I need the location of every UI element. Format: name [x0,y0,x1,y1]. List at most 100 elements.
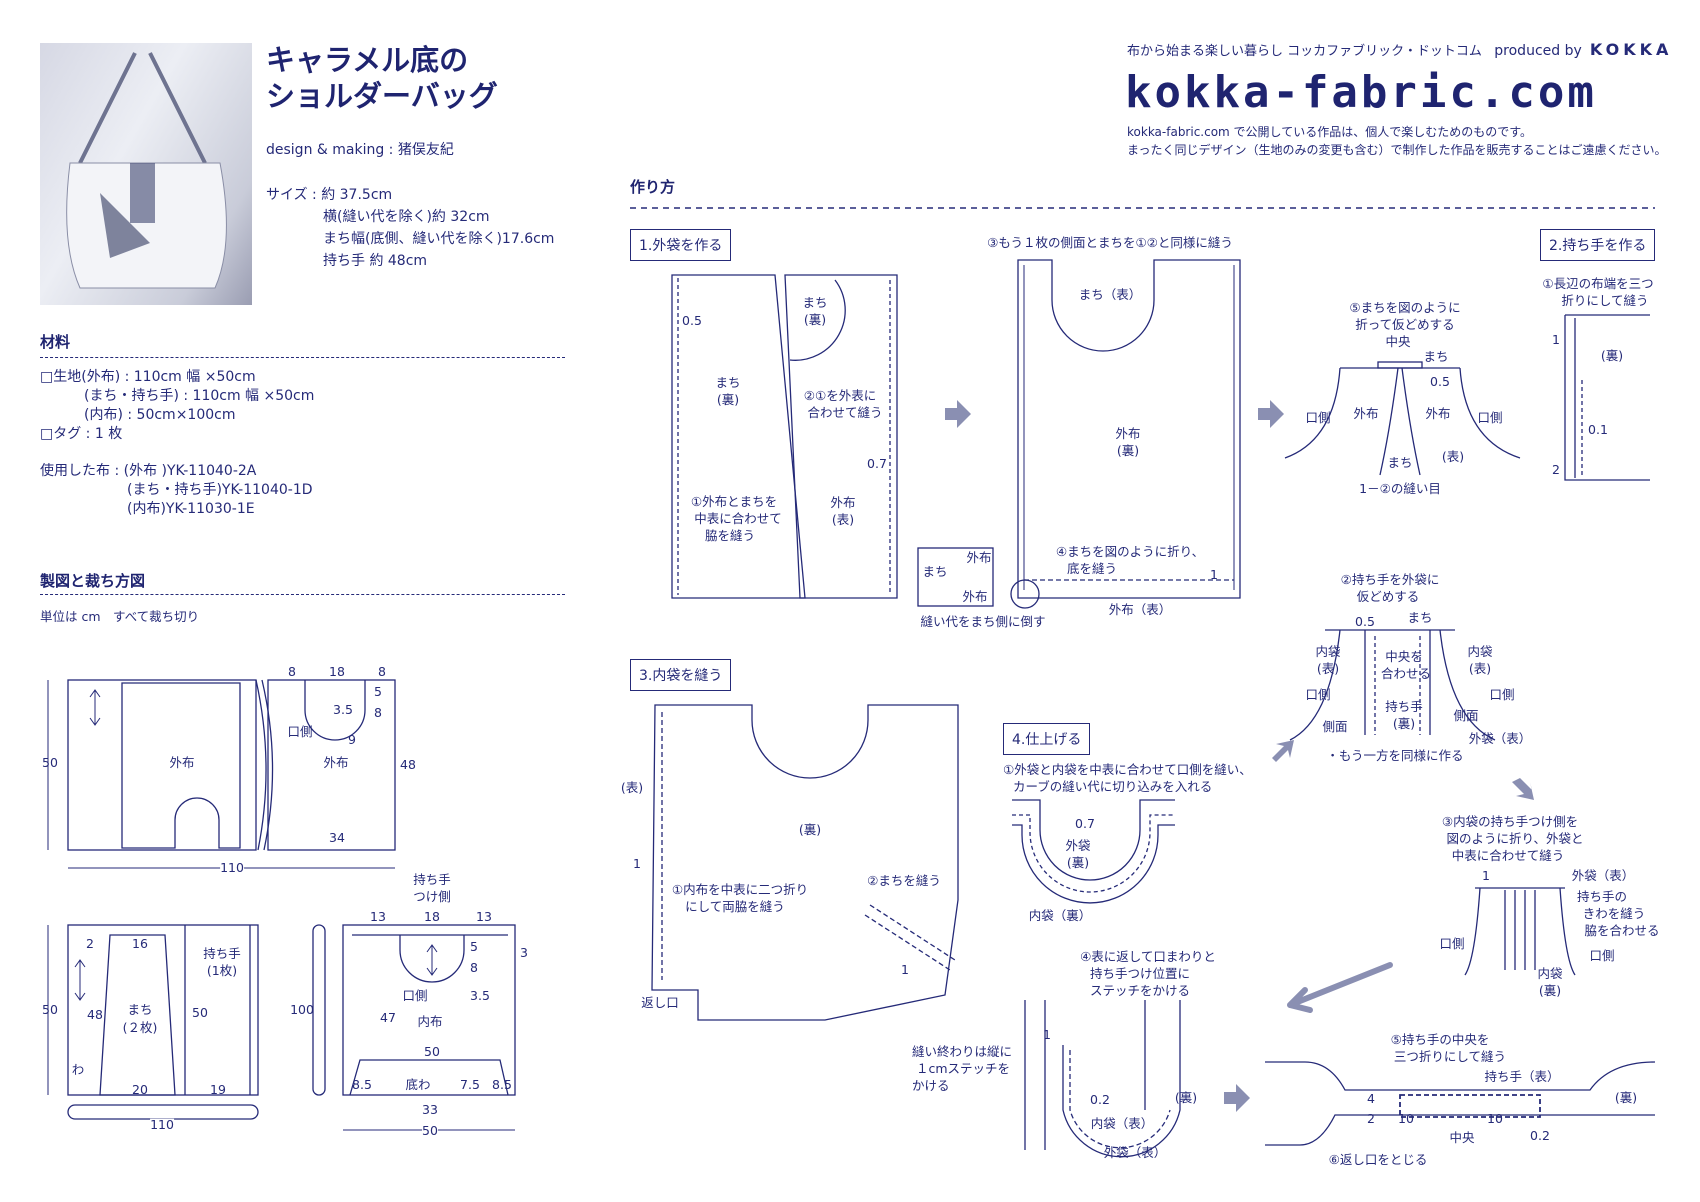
diagram-label: 脇を縫う [704,527,756,543]
diagram-label: ①長辺の布端を三つ [1542,275,1654,291]
diagram-label: 外布 [1353,405,1379,421]
diagram-label: 内袋 [1315,643,1341,659]
fold-label: わ [71,1061,85,1077]
size-label: サイズ : 約 37.5cm [266,187,393,203]
diagram-label: 合わせる [1380,665,1432,681]
dim-label: 7.5 [460,1076,480,1092]
step1-title: 1.外袋を作る [630,229,732,261]
diagram-label: 1 [901,961,909,977]
dim-label: 2 [86,935,94,951]
diagram-label: 内袋 [1537,965,1563,981]
note-label: つけ側 [413,888,451,904]
diagram-label: 外袋（表） [1571,867,1635,883]
diagram-label: 折って仮どめする [1355,316,1455,332]
diagram-label: かける [912,1077,950,1093]
diagram-label: ②まちを縫う [867,872,941,888]
diagram-label: (表) [1316,660,1340,676]
diagram-label: 0.2 [1530,1127,1550,1143]
dim-label: 13 [370,908,386,924]
diagram-label: (表) [831,511,855,527]
material-gusset: (まち・持ち手) : 110cm 幅 ×50cm [84,388,315,404]
dim-label: 8 [378,663,386,679]
diagram-label: ④まちを図のように折り、 [1055,543,1205,559]
diagram-label: ④表に返して口まわりと [1080,948,1216,964]
diagram-label: ③内袋の持ち手つけ側を [1441,813,1579,829]
dim-label: 3.5 [333,701,353,717]
diagram-label: 1－②の縫い目 [1359,480,1441,496]
diagram-label: 0.7 [867,455,887,471]
diagram-label: 縫い終わりは縦に [912,1043,1013,1059]
piece-label: (２枚) [122,1019,158,1035]
diagram-label: 内袋（表） [1090,1115,1154,1131]
dim-label: 16 [132,935,148,951]
dim-label: 5 [470,938,478,954]
diagram-label: きわを縫う [1582,905,1646,921]
drafting-heading: 製図と裁ち方図 [40,572,146,590]
piece-label: 外布 [169,754,195,770]
piece-label: 持ち手 [203,945,241,961]
divider [40,594,565,595]
edge-label: 口側 [402,987,428,1003]
brand-tagline: 布から始まる楽しい暮らし コッカファブリック・ドットコム produced by… [1127,40,1672,62]
diagram-label: 底を縫う [1066,560,1118,576]
designer-credit: design & making : 猪俣友紀 [266,142,454,158]
dim-label: 50 [42,754,58,770]
diagram-label: 合わせて縫う [807,404,883,420]
dim-label: 8 [470,959,478,975]
page-title: キャラメル底の ショルダーバッグ [266,42,498,114]
diagram-label: ⑤持ち手の中央を [1390,1031,1490,1047]
diagram-label: 三つ折りにして縫う [1393,1048,1507,1064]
diagram-label: 10 [1487,1110,1503,1126]
diagram-label: 外袋 [1065,837,1091,853]
diagram-label: １cmステッチを [916,1060,1011,1076]
site-logo: kokka-fabric.com [1125,67,1597,118]
diagram-label: 外布 [962,588,988,604]
diagram-label: 外布 [830,494,856,510]
diagram-label: 口側 [1305,409,1331,425]
diagram-label: ⑥返し口をとじる [1328,1151,1428,1167]
diagram-label: まち [1407,609,1433,625]
title-line-2: ショルダーバッグ [266,79,498,113]
diagram-label: 側面 [1453,707,1479,723]
diagram-label: にして両脇を縫う [685,898,785,914]
company-name: KOKKA [1589,40,1673,59]
diagram-label: 1 [1043,1026,1051,1042]
diagram-label: 0.5 [1355,613,1375,629]
fabric-lining: (内布)YK-11030-1E [127,501,255,517]
diagram-label: 図のように折り、外袋と [1446,830,1584,846]
diagram-label: 外布（表） [1108,601,1172,617]
piece-label: (1枚) [206,962,238,978]
diagram-label: 0.1 [1588,421,1608,437]
diagram-label: 外布 [1425,405,1451,421]
diagram-label: 中央 [1385,333,1411,349]
dim-label: 100 [290,1001,314,1017]
fabrics-used: 使用した布 : (外布 )YK-11040-2A (まち・持ち手)YK-1104… [40,462,313,519]
dim-label: 33 [422,1101,438,1117]
diagram-label: 0.7 [1075,815,1095,831]
diagram-label: (裏) [798,821,822,837]
dim-label: 8 [288,663,296,679]
dim-label: 9 [348,731,356,747]
dim-label: 47 [380,1009,396,1025]
step3-title: 3.内袋を縫う [630,659,732,691]
diagram-label: 内袋（裏） [1028,907,1092,923]
diagram-label: 口側 [1439,935,1465,951]
diagram-label: 内袋 [1467,643,1493,659]
diagram-label: (表) [1441,448,1465,464]
diagram-label: 1 [633,855,641,871]
diagram-label: 外袋（表） [1103,1144,1167,1160]
notice-line-1: kokka-fabric.com で公開している作品は、個人で楽しむためのもので… [1127,125,1532,139]
diagram-label: (表) [620,779,644,795]
diagram-label: 口側 [1589,947,1615,963]
diagram-label: (裏) [1174,1089,1198,1105]
notice-line-2: まったく同じデザイン（生地のみの変更も含む）で制作した作品を販売することはご遠慮… [1127,143,1667,157]
step3-diagram [651,704,959,1021]
dim-label: 8.5 [492,1076,512,1092]
materials-list: □生地(外布) : 110cm 幅 ×50cm (まち・持ち手) : 110cm… [40,368,314,444]
diagram-label: ①外布とまちを [690,493,778,509]
dim-label: 8.5 [352,1076,372,1092]
dim-label: 48 [87,1006,103,1022]
diagram-label: (裏) [803,311,827,327]
diagram-label: (裏) [1538,982,1562,998]
